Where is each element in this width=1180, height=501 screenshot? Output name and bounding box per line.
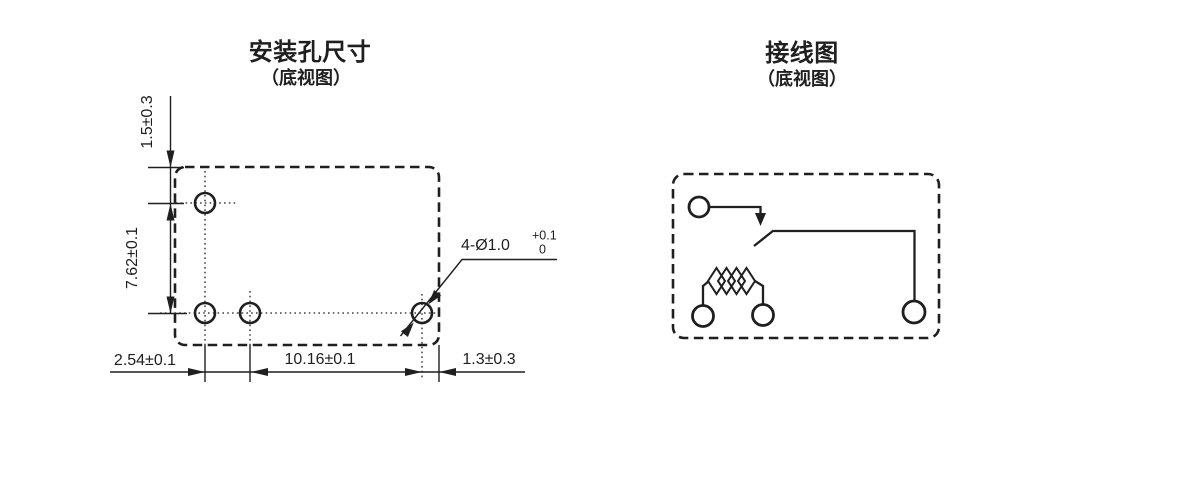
coil-loop-4 [736, 266, 757, 296]
hole-tolerance-upper: +0.1 [532, 228, 557, 243]
leader-arrow-upper [428, 290, 442, 305]
coil-loop-1 [706, 266, 727, 296]
wiring-figure-title: 接线图 [765, 40, 839, 67]
dim-right-offset: 1.3±0.3 [462, 351, 516, 368]
mounting-hole-bottom-left [193, 301, 217, 325]
dim-bottom-pitch: 10.16±0.1 [284, 351, 356, 368]
mounting-outline-dashed-rect [173, 165, 441, 347]
dim-top-offset: 1.5±0.3 [139, 95, 156, 149]
arrow-right-hole1 [188, 368, 205, 376]
mounting-hole-top-left [193, 191, 217, 215]
pin-coil-right [751, 303, 775, 327]
hole-diameter-callout: 4-Ø1.0 [461, 237, 510, 254]
dim-left-pitch: 2.54±0.1 [113, 352, 177, 369]
pin-no-contact [901, 299, 927, 325]
arrow-down-bottom-row [166, 296, 175, 314]
arrow-up-top-hole [166, 203, 175, 221]
coil-loop-2 [716, 266, 737, 296]
wiring-outline-dashed-rect [671, 172, 941, 340]
coil-input-wire [709, 205, 762, 215]
mounting-hole-bottom-mid [238, 301, 262, 325]
arrow-left-hole2 [251, 368, 268, 376]
wiring-diagram-figure [671, 172, 941, 340]
mounting-figure-title: 安装孔尺寸 [248, 39, 372, 66]
mounting-hole-bottom-right [410, 301, 434, 325]
hole-tolerance-stack: +0.1 0 [532, 228, 557, 257]
mounting-hole-figure [110, 96, 557, 382]
arrow-right-hole3 [405, 368, 422, 376]
coil-symbol [706, 266, 757, 296]
switch-blade [753, 229, 775, 247]
pin-common-terminal [687, 195, 711, 219]
mounting-figure-subtitle: （底视图） [261, 68, 351, 88]
arrow-down-case-top [166, 150, 175, 168]
coil-loop-3 [726, 266, 747, 296]
pin-coil-left [691, 304, 715, 328]
wiring-figure-subtitle: （底视图） [757, 69, 847, 89]
contact-wire [773, 229, 916, 301]
arrow-left-case-right [439, 368, 456, 376]
coil-right-post [754, 280, 765, 305]
coil-left-post [701, 280, 710, 305]
hole-tolerance-lower: 0 [539, 242, 546, 256]
leader-arrow-lower [400, 322, 414, 337]
actuation-arrow-icon [755, 213, 766, 226]
hole-callout-leader-line [399, 258, 557, 337]
dim-row-pitch: 7.62±0.1 [124, 226, 141, 290]
